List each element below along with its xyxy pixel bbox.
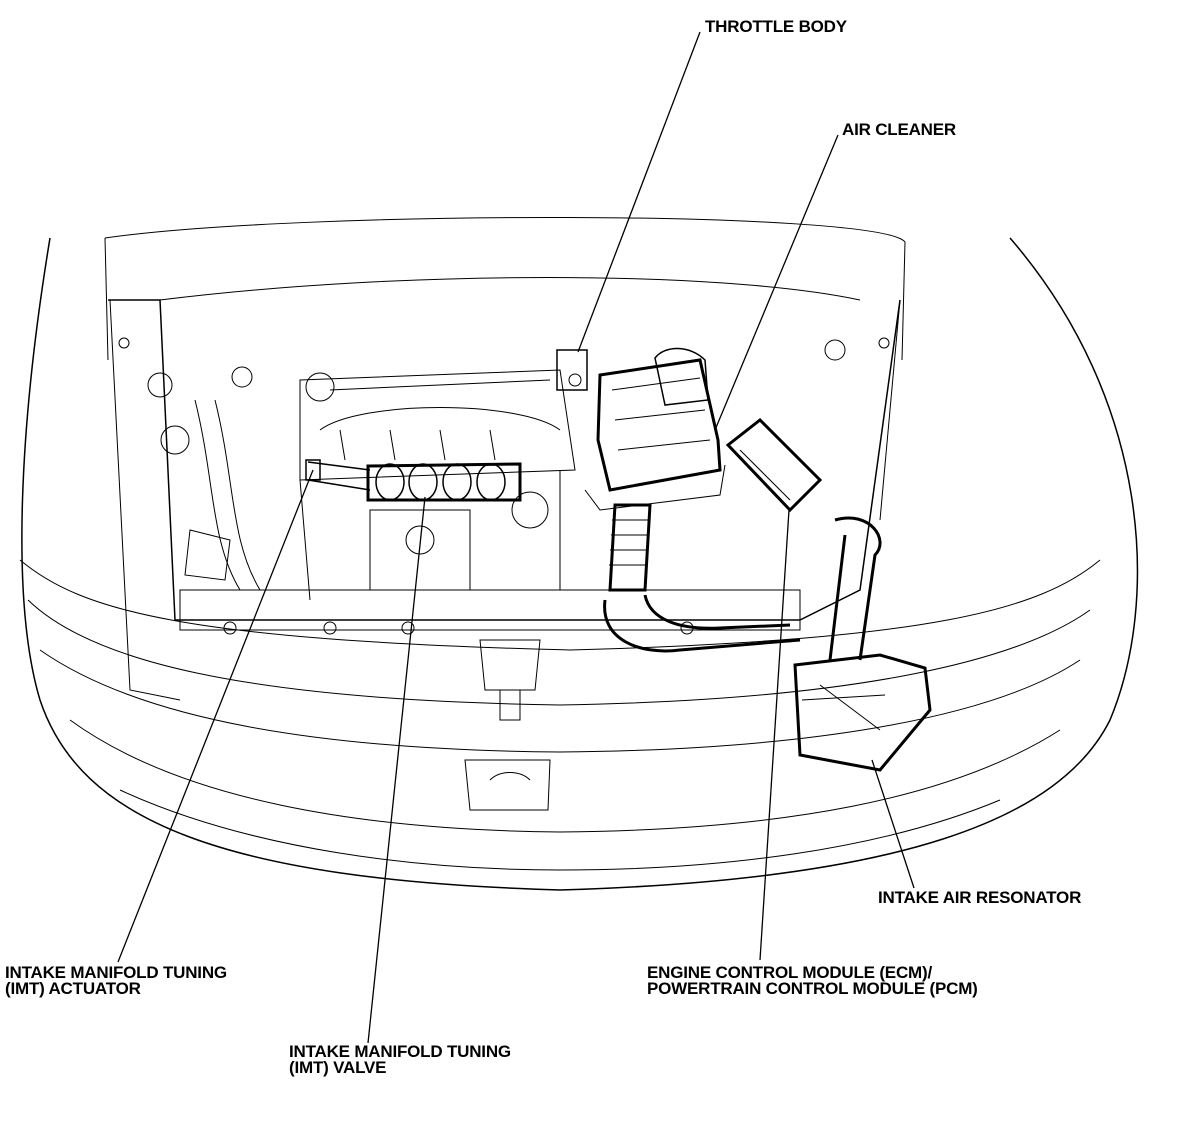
air-cleaner — [584, 347, 726, 511]
leader-ecm — [759, 509, 790, 961]
intake-manifold — [305, 459, 522, 502]
label-imt-actuator: INTAKE MANIFOLD TUNING (IMT) ACTUATOR — [5, 963, 227, 998]
label-imt-actuator-line1: INTAKE MANIFOLD TUNING — [5, 963, 227, 982]
front-grille — [464, 639, 551, 811]
label-imt-valve-line1: INTAKE MANIFOLD TUNING — [289, 1042, 511, 1061]
label-air-cleaner: AIR CLEANER — [842, 120, 956, 139]
hood-outline — [19, 216, 1139, 891]
label-intake-air-resonator: INTAKE AIR RESONATOR — [878, 888, 1082, 907]
leader-air-cleaner — [714, 134, 839, 431]
leader-lines — [117, 31, 915, 1044]
leader-intake-air-resonator — [871, 759, 915, 889]
leader-imt-actuator — [117, 469, 314, 963]
intake-duct — [603, 503, 801, 653]
engine-block — [147, 339, 846, 601]
ecm-pcm — [725, 418, 823, 513]
engine-compartment — [108, 277, 901, 701]
leader-imt-valve — [367, 496, 426, 1044]
intake-air-resonator — [793, 516, 932, 772]
label-ecm-line1: ENGINE CONTROL MODULE (ECM)/ — [647, 963, 932, 982]
label-ecm-pcm: ENGINE CONTROL MODULE (ECM)/ POWERTRAIN … — [647, 963, 978, 998]
leader-throttle-body — [577, 31, 701, 353]
label-imt-valve: INTAKE MANIFOLD TUNING (IMT) VALVE — [289, 1042, 511, 1077]
label-throttle-body: THROTTLE BODY — [705, 17, 847, 36]
label-imt-valve-line2: (IMT) VALVE — [289, 1058, 387, 1077]
label-ecm-line2: POWERTRAIN CONTROL MODULE (PCM) — [647, 979, 978, 998]
throttle-body — [556, 349, 588, 391]
label-imt-actuator-line2: (IMT) ACTUATOR — [5, 979, 141, 998]
